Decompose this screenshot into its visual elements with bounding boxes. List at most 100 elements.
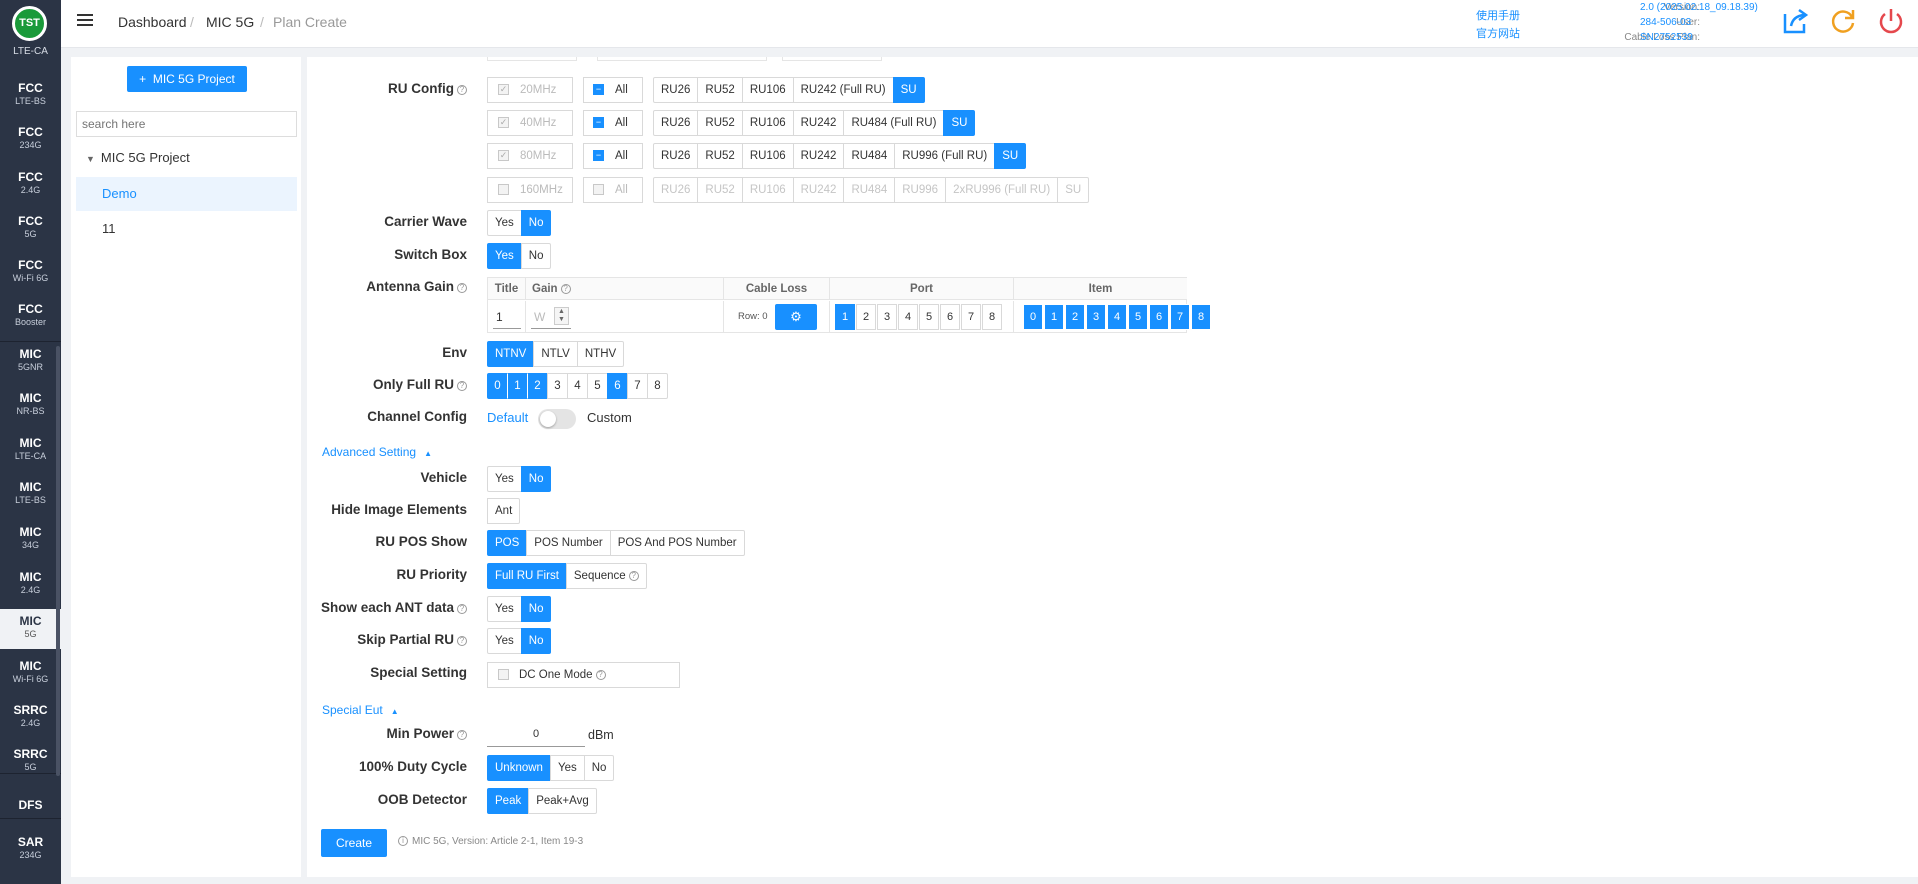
port-5[interactable]: 5 [919, 304, 939, 330]
ru-pos-both[interactable]: POS And POS Number [609, 530, 745, 556]
sidebar-item-dfs[interactable]: DFS [0, 785, 61, 825]
title-input[interactable]: 1 [493, 305, 521, 329]
help-icon[interactable]: ? [457, 85, 467, 95]
duty-cycle-yes[interactable]: Yes [549, 755, 585, 781]
help-icon[interactable]: ? [457, 381, 467, 391]
help-icon[interactable]: ? [457, 636, 467, 646]
full-ru-2[interactable]: 2 [527, 373, 548, 399]
special-eut-toggle[interactable]: Special Eut▲ [322, 703, 399, 717]
ru-option-ru106[interactable]: RU106 [741, 177, 794, 203]
item-5[interactable]: 5 [1128, 304, 1148, 330]
help-icon[interactable]: ? [457, 283, 467, 293]
breadcrumb-mic-5g[interactable]: MIC 5G [206, 14, 255, 30]
ru-option-ru106[interactable]: RU106 [741, 143, 794, 169]
refresh-icon[interactable] [1828, 6, 1858, 36]
new-project-button[interactable]: + MIC 5G Project [127, 66, 247, 92]
skip-partial-no[interactable]: No [520, 628, 552, 654]
item-2[interactable]: 2 [1065, 304, 1085, 330]
port-8[interactable]: 8 [982, 304, 1002, 330]
duty-cycle-no[interactable]: No [583, 755, 615, 781]
ru-option-ru242[interactable]: RU242 [792, 110, 845, 136]
full-ru-8[interactable]: 8 [647, 373, 668, 399]
ru-option-2xru996-full-ru[interactable]: 2xRU996 (Full RU) [945, 177, 1059, 203]
full-ru-0[interactable]: 0 [487, 373, 508, 399]
full-ru-3[interactable]: 3 [547, 373, 568, 399]
cable-loss-value[interactable]: SN2752539 [1640, 32, 1693, 43]
gear-icon[interactable]: ⚙ [775, 304, 817, 330]
select-all-160mhz[interactable]: All [583, 177, 643, 203]
ru-option-su[interactable]: SU [943, 110, 976, 136]
show-ant-yes[interactable]: Yes [487, 596, 522, 622]
item-1[interactable]: 1 [1044, 304, 1064, 330]
bandwidth-40mhz[interactable]: ✓40MHz [487, 110, 573, 136]
port-4[interactable]: 4 [898, 304, 918, 330]
ru-option-ru242-full-ru[interactable]: RU242 (Full RU) [792, 77, 894, 103]
dc-one-mode-checkbox[interactable]: DC One Mode? [487, 662, 680, 688]
help-icon[interactable]: ? [457, 604, 467, 614]
ru-option-ru106[interactable]: RU106 [741, 110, 794, 136]
port-1[interactable]: 1 [835, 304, 855, 330]
skip-partial-yes[interactable]: Yes [487, 628, 522, 654]
env-ntlv[interactable]: NTLV [533, 341, 578, 367]
bandwidth-20mhz[interactable]: ✓20MHz [487, 77, 573, 103]
ru-option-ru996[interactable]: RU996 [894, 177, 947, 203]
oob-peak[interactable]: Peak [487, 788, 530, 814]
port-6[interactable]: 6 [940, 304, 960, 330]
carrier-wave-yes[interactable]: Yes [487, 210, 522, 236]
tree-item-demo[interactable]: Demo [76, 177, 297, 211]
full-ru-1[interactable]: 1 [507, 373, 528, 399]
export-icon[interactable] [1780, 6, 1810, 36]
show-ant-no[interactable]: No [520, 596, 552, 622]
website-link[interactable]: 官方网站 [1476, 28, 1520, 40]
ru-option-ru242[interactable]: RU242 [792, 143, 845, 169]
ru-option-ru26[interactable]: RU26 [653, 110, 699, 136]
bandwidth-80mhz[interactable]: ✓80MHz [487, 143, 573, 169]
ru-option-su[interactable]: SU [994, 143, 1027, 169]
select-all-40mhz[interactable]: −All [583, 110, 643, 136]
min-power-input[interactable]: 0 [487, 721, 585, 747]
gain-stepper[interactable]: ▲▼ [554, 307, 569, 325]
gain-input[interactable]: W [531, 305, 571, 329]
env-ntnv[interactable]: NTNV [487, 341, 535, 367]
vehicle-no[interactable]: No [520, 466, 552, 492]
switch-box-yes[interactable]: Yes [487, 243, 522, 269]
ru-priority-full-first[interactable]: Full RU First [487, 563, 567, 589]
carrier-wave-no[interactable]: No [520, 210, 552, 236]
ru-option-ru26[interactable]: RU26 [653, 143, 699, 169]
item-3[interactable]: 3 [1086, 304, 1106, 330]
item-7[interactable]: 7 [1170, 304, 1190, 330]
channel-config-toggle[interactable] [538, 409, 576, 429]
ru-option-ru52[interactable]: RU52 [697, 177, 743, 203]
ru-option-su[interactable]: SU [1057, 177, 1090, 203]
ru-option-ru26[interactable]: RU26 [653, 77, 699, 103]
oob-peak-avg[interactable]: Peak+Avg [528, 788, 597, 814]
item-4[interactable]: 4 [1107, 304, 1127, 330]
ru-option-ru484[interactable]: RU484 [843, 177, 896, 203]
bandwidth-160mhz[interactable]: 160MHz [487, 177, 573, 203]
tree-item-11[interactable]: 11 [102, 221, 116, 236]
full-ru-7[interactable]: 7 [627, 373, 648, 399]
help-icon[interactable]: ? [595, 670, 606, 680]
project-search-input[interactable] [76, 111, 297, 137]
duty-cycle-unknown[interactable]: Unknown [487, 755, 551, 781]
menu-toggle-icon[interactable] [77, 14, 93, 28]
help-icon[interactable]: ? [560, 284, 571, 294]
hide-image-ant[interactable]: Ant [487, 498, 521, 524]
sidebar-scrollbar[interactable] [56, 346, 60, 776]
ru-option-su[interactable]: SU [892, 77, 925, 103]
manual-link[interactable]: 使用手册 [1476, 10, 1520, 22]
